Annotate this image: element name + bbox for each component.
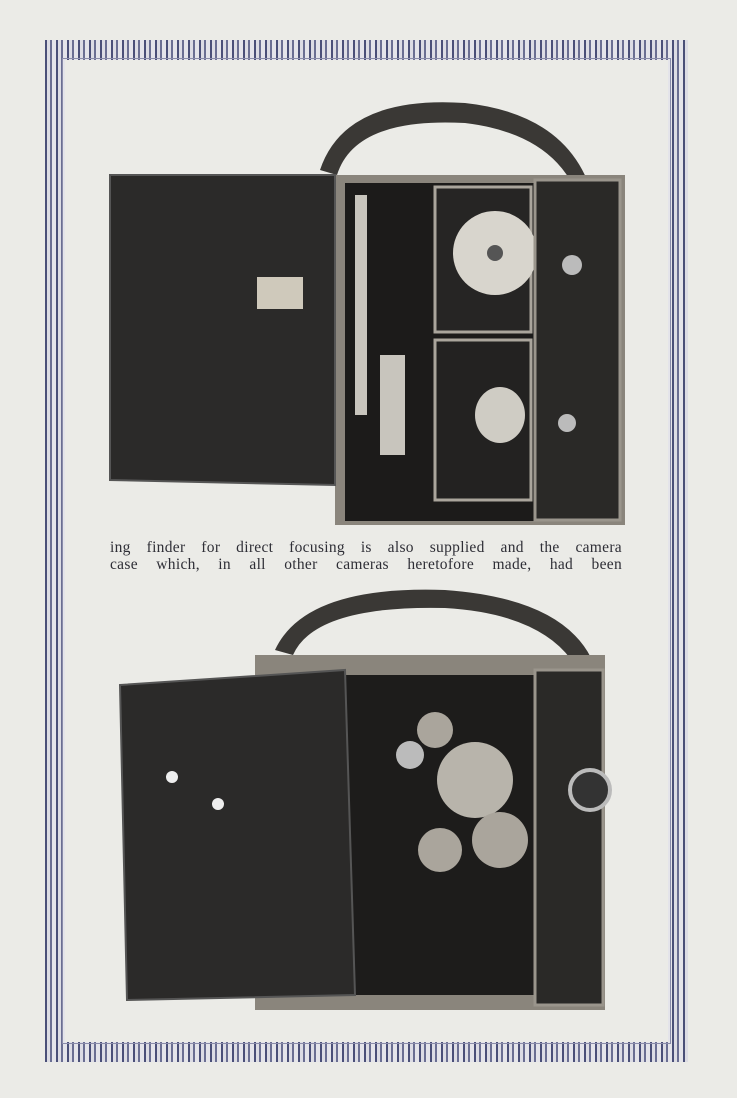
- text-line: ing finder for direct focusing is also s…: [110, 539, 622, 556]
- text-line: case which, in all other cameras heretof…: [110, 556, 622, 573]
- border-rule: [62, 58, 671, 1044]
- camera-photo-film-compartment: [109, 102, 625, 525]
- camera-photo-gear-mechanism: [118, 589, 612, 1010]
- body-text: ing finder for direct focusing is also s…: [110, 539, 622, 573]
